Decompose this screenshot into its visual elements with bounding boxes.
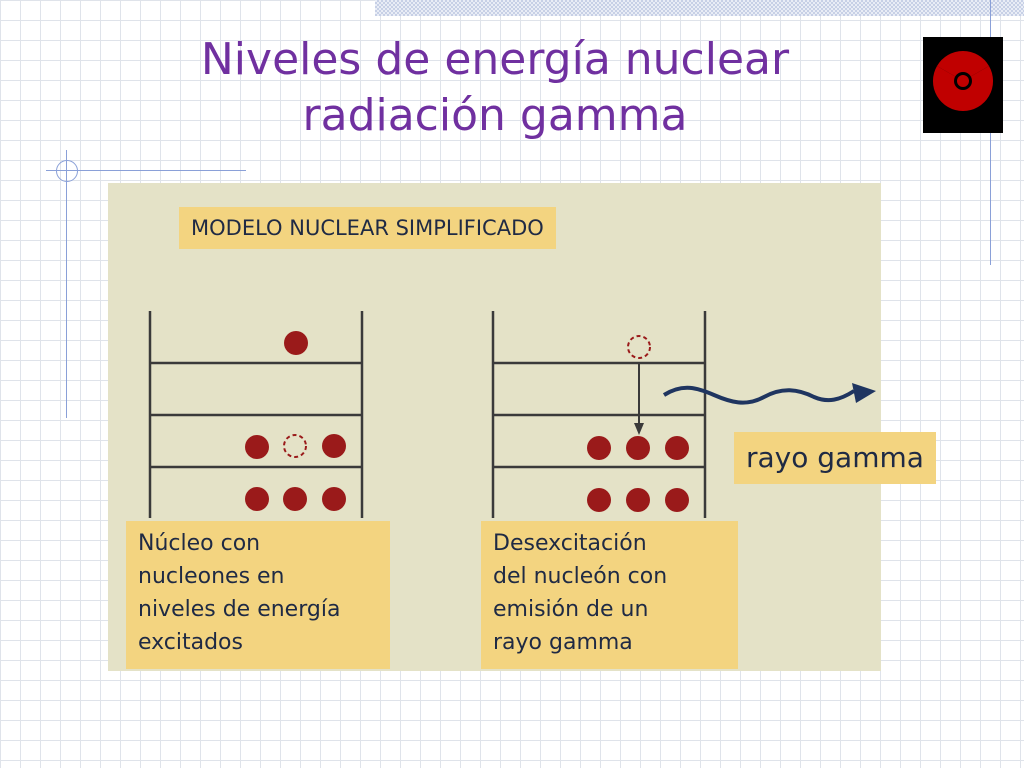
radiation-icon (923, 37, 1003, 133)
nucleon (322, 487, 346, 511)
nucleon (587, 436, 611, 460)
excited-nucleus-caption: Núcleo con nucleones en niveles de energ… (126, 521, 390, 669)
vacant-level (627, 335, 651, 359)
top-decorative-band (375, 0, 1024, 16)
de-excited-nucleus (491, 311, 707, 518)
title-line-1: Niveles de energía nuclear (200, 34, 790, 85)
nucleon (284, 331, 308, 355)
nucleon (665, 436, 689, 460)
model-header-label: MODELO NUCLEAR SIMPLIFICADO (179, 207, 556, 249)
nucleon (283, 487, 307, 511)
nucleon (587, 488, 611, 512)
slide-title: Niveles de energía nuclear radiación gam… (110, 32, 880, 144)
excited-nucleus (148, 311, 364, 518)
title-line-2: radiación gamma (302, 90, 688, 141)
nucleon (245, 487, 269, 511)
gamma-wave-arrowhead (852, 383, 876, 403)
nucleon (322, 434, 346, 458)
nucleon (665, 488, 689, 512)
decorative-line (66, 150, 67, 418)
nucleon (626, 488, 650, 512)
decorative-circle (56, 160, 78, 182)
gamma-wave (662, 385, 856, 405)
transition-arrowhead (634, 423, 644, 435)
gamma-ray-label: rayo gamma (734, 432, 936, 484)
energy-levels-drawing (148, 311, 876, 518)
decorative-line (46, 170, 246, 171)
vacant-level (283, 434, 307, 458)
nucleon (245, 435, 269, 459)
nuclear-model-diagram: MODELO NUCLEAR SIMPLIFICADO Núcleo con n… (108, 183, 881, 671)
de-excitation-caption: Desexcitación del nucleón con emisión de… (481, 521, 738, 669)
nucleon (626, 436, 650, 460)
